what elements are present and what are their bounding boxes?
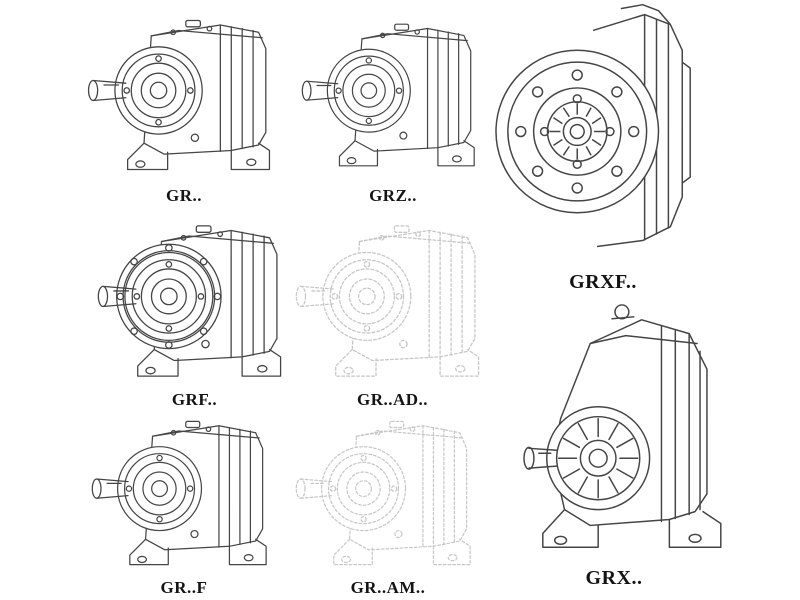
gearbox-large-foot-mounted-drawing	[494, 300, 734, 565]
gearbox-foot-mounted-drawing-ghost	[290, 214, 495, 388]
gearbox-label-gram: GR..AM..	[350, 578, 426, 597]
gearbox-figure-grxf: GRXF..	[494, 2, 712, 294]
gearbox-foot-mounted-drawing	[84, 410, 284, 576]
gearbox-figure-grff: GR..F	[84, 410, 284, 598]
gearbox-figure-grz: GRZ..	[298, 6, 488, 206]
gearbox-figure-gram: GR..AM..	[288, 410, 488, 598]
gearbox-label-grad: GR..AD..	[356, 390, 429, 409]
gearbox-foot-mounted-drawing	[298, 6, 488, 184]
gearbox-label-gr: GR..	[166, 186, 202, 205]
gearbox-foot-mounted-drawing	[84, 6, 284, 184]
gearbox-figure-grad: GR..AD..	[290, 214, 495, 410]
gearbox-figure-grx: GRX..	[494, 300, 734, 590]
gearbox-label-grx: GRX..	[585, 567, 643, 589]
gearbox-figure-gr: GR..	[84, 6, 284, 206]
gearbox-label-grz: GRZ..	[369, 186, 417, 205]
gearbox-label-grxf: GRXF..	[569, 271, 637, 293]
gearbox-foot-mounted-drawing-ghost	[288, 410, 488, 576]
gearbox-label-grff: GR..F	[160, 578, 208, 597]
gearbox-figure-grf: GRF..	[82, 214, 307, 410]
gearbox-label-grf: GRF..	[171, 390, 218, 409]
gearbox-output-flange-drawing	[82, 214, 307, 388]
gearbox-flange-front-drawing	[494, 2, 712, 269]
